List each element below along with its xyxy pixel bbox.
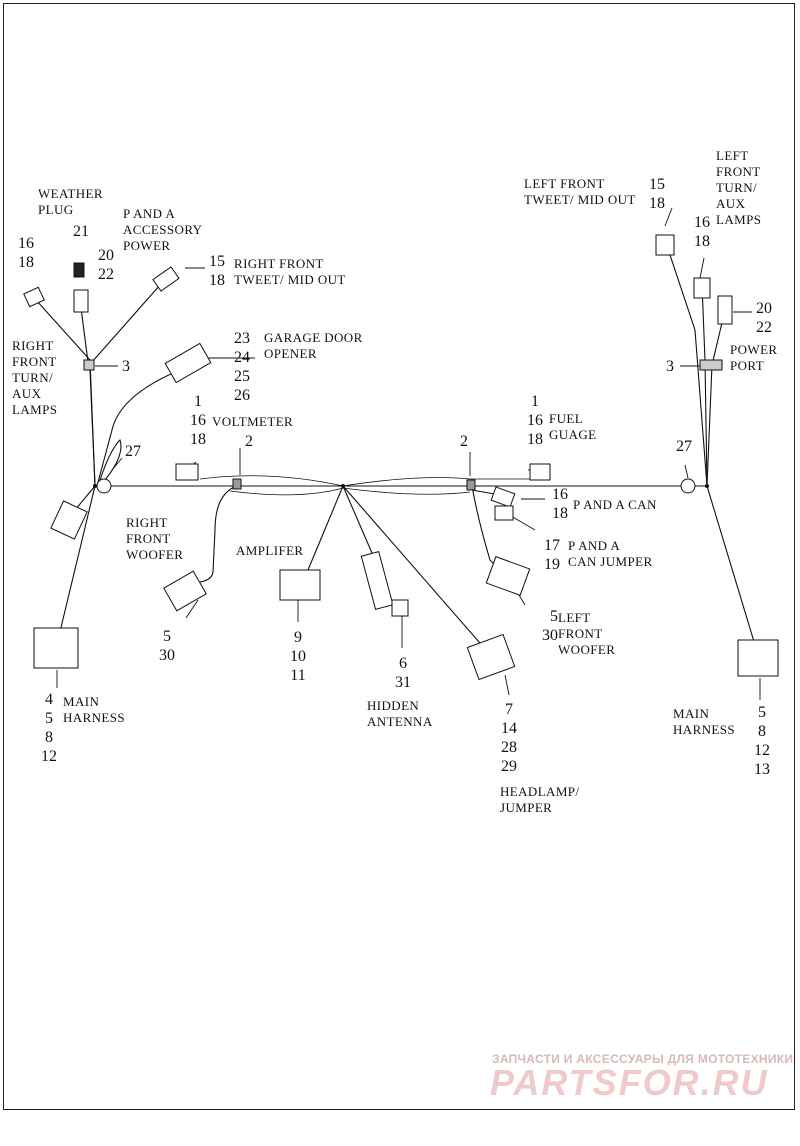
wire-left-tweet xyxy=(664,239,708,487)
left-stub-connector xyxy=(50,500,88,540)
left-tweet-callout: 15 18 xyxy=(649,176,665,212)
hidden-antenna-label: HIDDEN ANTENNA xyxy=(367,698,433,729)
left-grommet-callout: 27 xyxy=(676,438,692,455)
right-junction xyxy=(705,484,709,488)
accessory-power-connector xyxy=(73,289,89,313)
center-junction xyxy=(341,484,345,488)
headlamp-jumper-label: HEADLAMP/ JUMPER xyxy=(500,784,580,815)
amplifer-callout: 9 10 11 xyxy=(290,629,306,684)
watermark-brand: PARTSFOR.RU xyxy=(490,1062,769,1103)
left-grommet xyxy=(680,478,696,494)
right-grommet xyxy=(96,478,112,494)
wire-headlamp xyxy=(342,485,487,651)
right-turn-callout: 16 18 xyxy=(18,235,34,271)
left-front-turn-label: LEFT FRONT TURN/ AUX LAMPS xyxy=(716,148,762,227)
can-connector xyxy=(490,486,516,508)
left-tweet-connector xyxy=(655,234,675,256)
right-front-woofer-label: RIGHT FRONT WOOFER xyxy=(126,515,184,562)
antenna-plug xyxy=(391,599,409,617)
headlamp-connector xyxy=(466,633,516,681)
fuel-clip xyxy=(466,479,476,491)
wire-right-woofer xyxy=(199,485,237,583)
left-junction xyxy=(93,484,97,488)
wire-garage xyxy=(96,369,181,487)
fuel-guage-label: FUEL GUAGE xyxy=(549,411,597,442)
main-harness-left-label: MAIN HARNESS xyxy=(63,694,126,725)
wire-antenna xyxy=(342,485,376,561)
left-turn-callout: 16 18 xyxy=(694,214,710,250)
power-port-callout: 20 22 xyxy=(756,300,772,336)
garage-door-label: GARAGE DOOR OPENER xyxy=(264,330,363,361)
garage-door-connector xyxy=(164,342,212,384)
p-and-a-can-jumper-label: P AND A CAN JUMPER xyxy=(568,538,653,569)
wire-left-loop xyxy=(99,438,122,481)
main-trunk-wire-2 xyxy=(199,475,530,487)
fuel-clip-callout: 2 xyxy=(460,433,468,450)
diagram-frame xyxy=(3,3,795,1110)
main-trunk-wire-3 xyxy=(229,487,471,496)
main-left-callout: 4 5 8 12 xyxy=(41,691,57,765)
weather-plug-callout: 21 xyxy=(73,223,89,240)
right-tweet-connector xyxy=(152,266,180,292)
headlamp-callout: 7 14 28 29 xyxy=(501,701,517,775)
weather-plug-label: WEATHER PLUG xyxy=(38,186,103,217)
p-and-a-can-label: P AND A CAN xyxy=(573,497,657,512)
amplifer-label: AMPLIFER xyxy=(236,543,304,558)
wire-left-stub xyxy=(74,485,96,511)
wire-main-left xyxy=(57,485,96,641)
right-front-turn-label: RIGHT FRONT TURN/ AUX LAMPS xyxy=(12,338,58,417)
left-front-woofer-label: LEFT FRONT WOOFER xyxy=(558,610,616,657)
wire-accessory-power xyxy=(91,284,161,363)
wire-power-port xyxy=(706,309,726,487)
antenna-connector xyxy=(360,550,394,610)
voltmeter-clip-callout: 2 xyxy=(245,433,253,450)
main-right-callout: 5 8 12 13 xyxy=(754,704,770,778)
antenna-callout: 6 31 xyxy=(395,655,411,691)
fuel-gauge-connector xyxy=(529,463,551,481)
weather-plug-connector xyxy=(73,262,85,278)
voltmeter-label: VOLTMETER xyxy=(212,414,294,429)
right-front-tweet-label: RIGHT FRONT TWEET/ MID OUT xyxy=(234,256,346,287)
main-harness-right-label: MAIN HARNESS xyxy=(673,706,736,737)
right-tweet-callout: 15 18 xyxy=(209,253,225,289)
main-left-connector xyxy=(33,627,79,669)
left-clip xyxy=(699,359,723,371)
left-woofer-connector xyxy=(485,556,531,596)
amplifer-connector xyxy=(279,569,321,601)
left-front-tweet-label: LEFT FRONT TWEET/ MID OUT xyxy=(524,176,636,207)
power-port-connector xyxy=(717,295,733,325)
right-clip xyxy=(83,359,95,371)
can-jumper-callout: 17 19 xyxy=(544,537,560,573)
garage-callout: 23 24 25 26 xyxy=(234,330,250,404)
can-callout: 16 18 xyxy=(552,486,568,522)
wire-amplifer xyxy=(307,485,344,571)
accessory-power-label: P AND A ACCESSORY POWER xyxy=(123,206,203,253)
voltmeter-callout: 1 16 18 xyxy=(190,393,206,448)
voltmeter-connector xyxy=(175,463,199,481)
left-woofer-callout: 5 30 xyxy=(542,608,558,644)
right-clip-callout: 3 xyxy=(122,358,130,375)
right-turn-connector xyxy=(23,286,45,308)
right-woofer-connector xyxy=(163,570,207,612)
wire-left-woofer xyxy=(471,485,501,571)
right-woofer-callout: 5 30 xyxy=(159,628,175,664)
watermark-tagline: ЗАПЧАСТИ И АКСЕССУАРЫ ДЛЯ МОТОТЕХНИКИ xyxy=(492,1052,794,1066)
left-clip-callout: 3 xyxy=(666,358,674,375)
left-turn-connector xyxy=(693,277,711,299)
power-port-label: POWER PORT xyxy=(730,342,778,373)
can-jumper-connector xyxy=(494,505,514,521)
wire-main-right xyxy=(706,485,756,646)
accessory-power-callout: 20 22 xyxy=(98,247,114,283)
main-right-connector xyxy=(737,639,779,677)
voltmeter-clip xyxy=(232,478,242,490)
wire-hub-down xyxy=(89,369,96,487)
right-grommet-callout: 27 xyxy=(125,443,141,460)
fuel-callout: 1 16 18 xyxy=(527,393,543,448)
